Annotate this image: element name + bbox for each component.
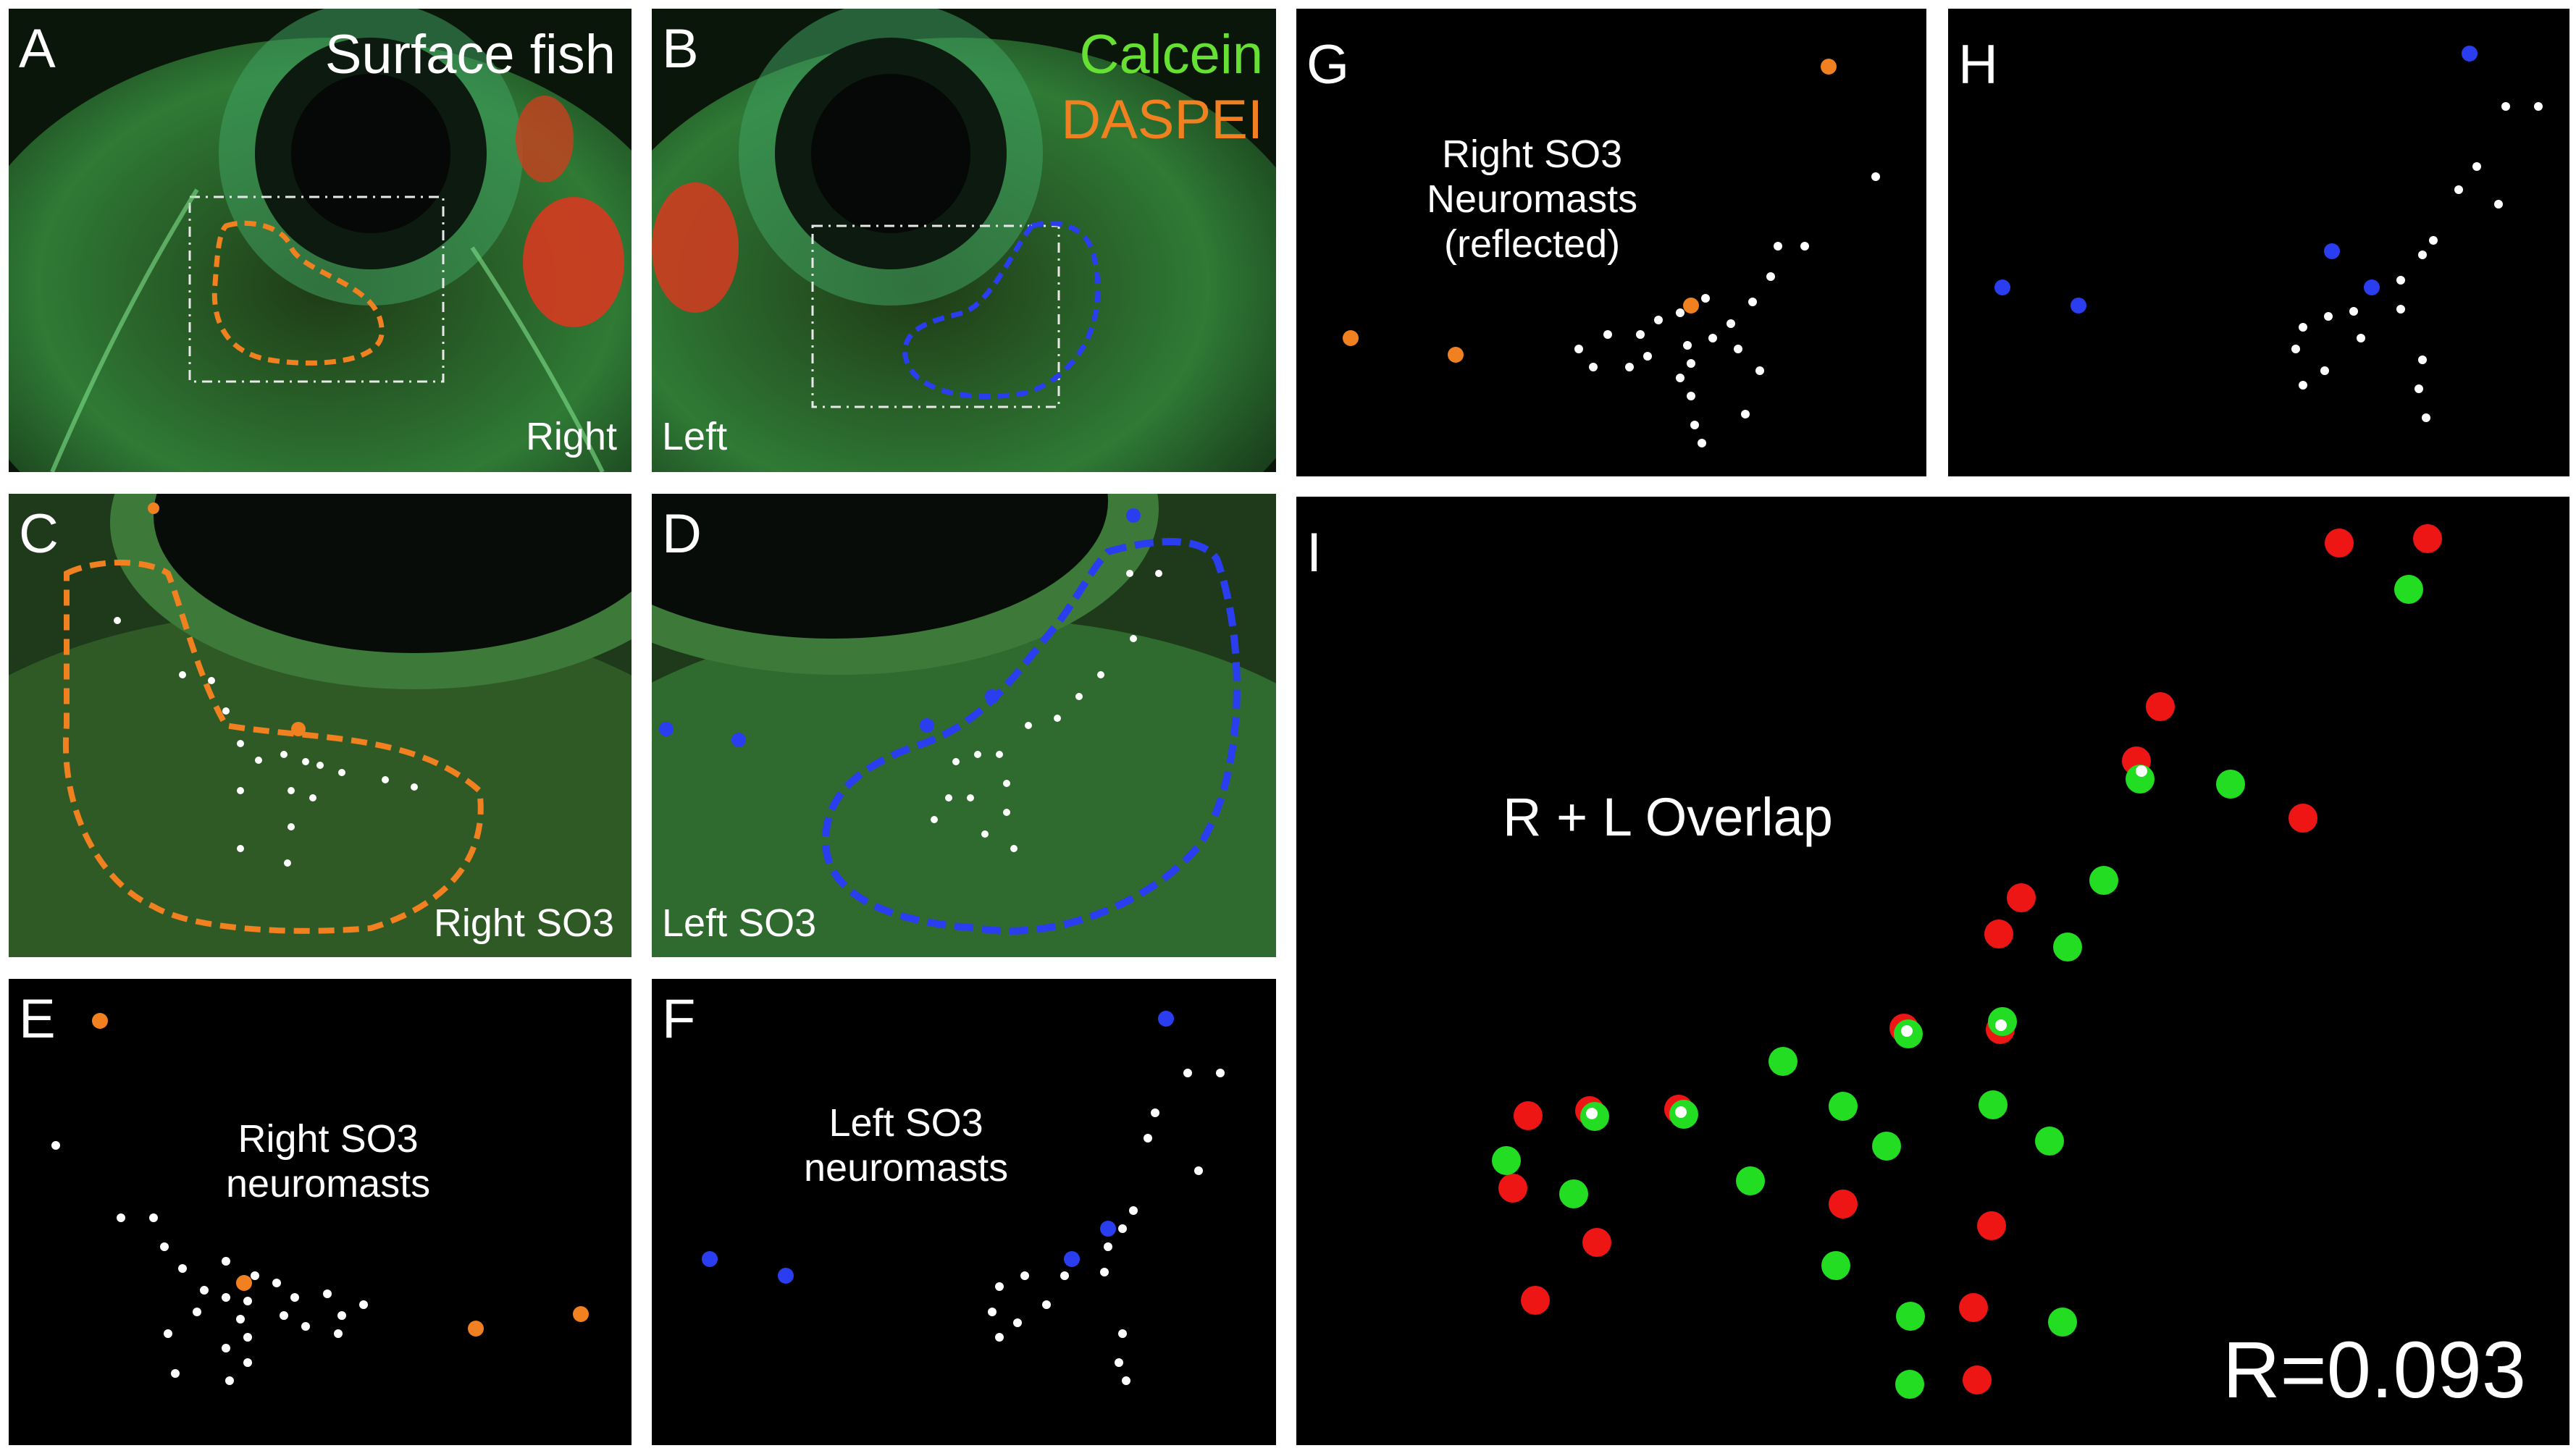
panel-letter-a: A xyxy=(19,18,56,80)
right-so3-dot-map xyxy=(51,1013,589,1385)
panel-e-right-so3-neuromasts: E Right SO3 neuromasts xyxy=(9,979,632,1445)
panel-letter-h: H xyxy=(1958,34,1998,96)
panel-d-left-so3-zoom: D Left SO3 xyxy=(652,494,1276,957)
panel-f-caption-line1: Left SO3 xyxy=(828,1101,983,1145)
panel-b-surface-fish-left: B Calcein DASPEI Left xyxy=(652,9,1276,472)
correlation-stat: R=0.093 xyxy=(2223,1325,2526,1415)
coincident-white-marks xyxy=(1586,765,2147,1119)
right-so3-micrograph xyxy=(9,494,632,957)
left-so3-micrograph xyxy=(652,494,1276,957)
white-neuromast-dots xyxy=(114,617,418,867)
fish-head-micrograph-left xyxy=(652,9,1276,472)
left-side-green-dots xyxy=(1492,575,2423,1399)
panel-e-caption-line1: Right SO3 xyxy=(238,1117,419,1161)
panel-letter-d: D xyxy=(662,503,702,565)
panel-i-overlap: I R + L Overlap R=0.093 xyxy=(1296,497,2569,1445)
panel-letter-b: B xyxy=(662,18,699,80)
panel-letter-e: E xyxy=(19,988,56,1050)
panel-letter-i: I xyxy=(1306,522,1322,584)
panel-letter-c: C xyxy=(19,503,59,565)
panel-g-caption-line2: Neuromasts xyxy=(1427,177,1638,222)
panel-d-label: Left SO3 xyxy=(662,901,817,945)
left-so3-dot-map-h xyxy=(1994,46,2543,422)
panel-e-caption-line2: neuromasts xyxy=(226,1162,431,1206)
right-so3-reflected-dot-map xyxy=(1343,59,1880,447)
panel-a-title: Surface fish xyxy=(324,24,616,85)
right-side-red-dots xyxy=(1498,524,2442,1394)
panel-g-caption-line3: (reflected) xyxy=(1444,222,1621,266)
panel-f-caption: Left SO3 neuromasts xyxy=(804,1101,1008,1190)
fish-head-micrograph-right xyxy=(9,9,632,472)
panel-a-surface-fish-right: A Surface fish Right xyxy=(9,9,632,472)
panel-b-side-label: Left xyxy=(662,414,728,458)
legend-daspei: DASPEI xyxy=(1061,89,1263,151)
overlap-dot-map xyxy=(1492,524,2442,1399)
panel-letter-f: F xyxy=(662,988,696,1050)
panel-f-caption-line2: neuromasts xyxy=(804,1146,1009,1190)
panel-c-right-so3-zoom: C Right SO3 xyxy=(9,494,632,957)
overlap-caption: R + L Overlap xyxy=(1503,787,1833,847)
panel-g-caption: Right SO3 Neuromasts (reflected) xyxy=(1427,132,1637,266)
panel-e-caption: Right SO3 neuromasts xyxy=(226,1116,430,1206)
panel-g-caption-line1: Right SO3 xyxy=(1441,132,1623,176)
legend-calcein: Calcein xyxy=(1079,24,1263,85)
left-so3-dot-map xyxy=(702,1011,1225,1385)
panel-f-left-so3-neuromasts: F Left SO3 neuromasts xyxy=(652,979,1276,1445)
panel-c-label: Right SO3 xyxy=(433,901,614,945)
panel-letter-g: G xyxy=(1306,34,1350,96)
panel-a-side-label: Right xyxy=(525,414,617,458)
panel-g-right-so3-reflected: G Right SO3 Neuromasts (reflected) xyxy=(1296,9,1926,476)
panel-h-left-so3-dots: H xyxy=(1948,9,2569,476)
